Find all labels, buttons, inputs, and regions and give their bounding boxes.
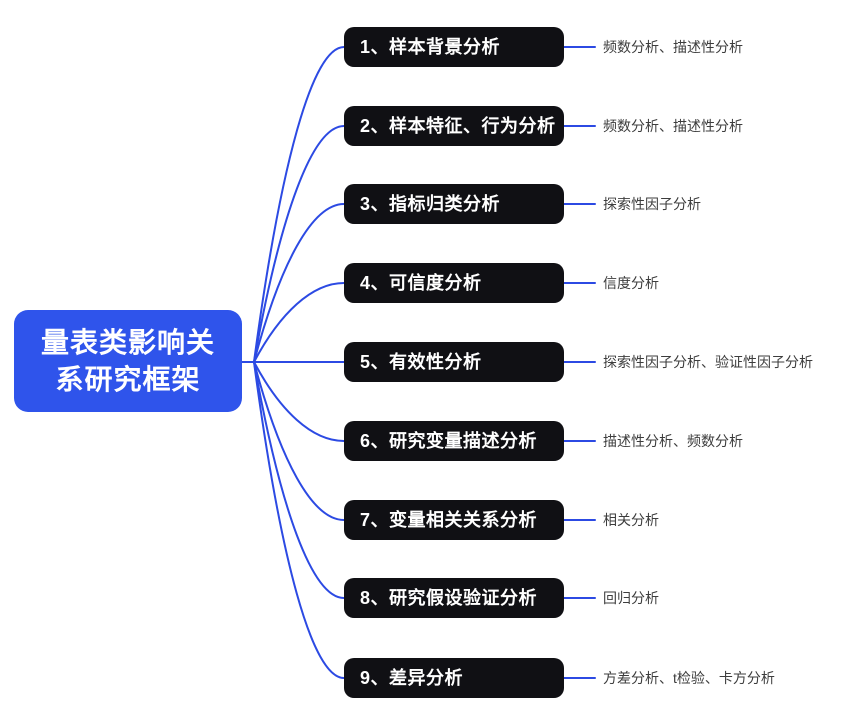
branch-node-7[interactable]: 7、变量相关关系分析 — [344, 500, 564, 540]
branch-annotation-7: 相关分析 — [603, 512, 659, 528]
branch-node-6[interactable]: 6、研究变量描述分析 — [344, 421, 564, 461]
branch-node-2[interactable]: 2、样本特征、行为分析 — [344, 106, 564, 146]
branch-node-5[interactable]: 5、有效性分析 — [344, 342, 564, 382]
root-node[interactable]: 量表类影响关 系研究框架 — [14, 310, 242, 412]
branch-annotation-1: 频数分析、描述性分析 — [603, 39, 743, 55]
branch-annotation-2: 频数分析、描述性分析 — [603, 118, 743, 134]
branch-label: 5、有效性分析 — [360, 352, 482, 372]
branch-label: 6、研究变量描述分析 — [360, 431, 538, 451]
branch-node-3[interactable]: 3、指标归类分析 — [344, 184, 564, 224]
branch-label: 1、样本背景分析 — [360, 37, 501, 57]
branch-label: 9、差异分析 — [360, 668, 464, 688]
branch-annotation-6: 描述性分析、频数分析 — [603, 433, 743, 449]
root-title-line-1: 量表类影响关 — [40, 327, 215, 358]
branch-node-9[interactable]: 9、差异分析 — [344, 658, 564, 698]
branch-label: 7、变量相关关系分析 — [360, 510, 538, 530]
branch-node-4[interactable]: 4、可信度分析 — [344, 263, 564, 303]
branch-annotation-8: 回归分析 — [603, 590, 659, 606]
branch-label: 4、可信度分析 — [360, 273, 482, 293]
branch-annotation-4: 信度分析 — [603, 275, 659, 291]
branch-node-1[interactable]: 1、样本背景分析 — [344, 27, 564, 67]
branch-label: 8、研究假设验证分析 — [360, 588, 538, 608]
branch-label: 3、指标归类分析 — [360, 194, 501, 214]
root-title-line-2: 系研究框架 — [55, 364, 201, 395]
branch-node-8[interactable]: 8、研究假设验证分析 — [344, 578, 564, 618]
branch-annotation-5: 探索性因子分析、验证性因子分析 — [603, 354, 813, 370]
branch-annotation-9: 方差分析、t检验、卡方分析 — [603, 670, 775, 686]
branch-annotation-3: 探索性因子分析 — [603, 196, 701, 212]
branch-label: 2、样本特征、行为分析 — [360, 116, 556, 136]
